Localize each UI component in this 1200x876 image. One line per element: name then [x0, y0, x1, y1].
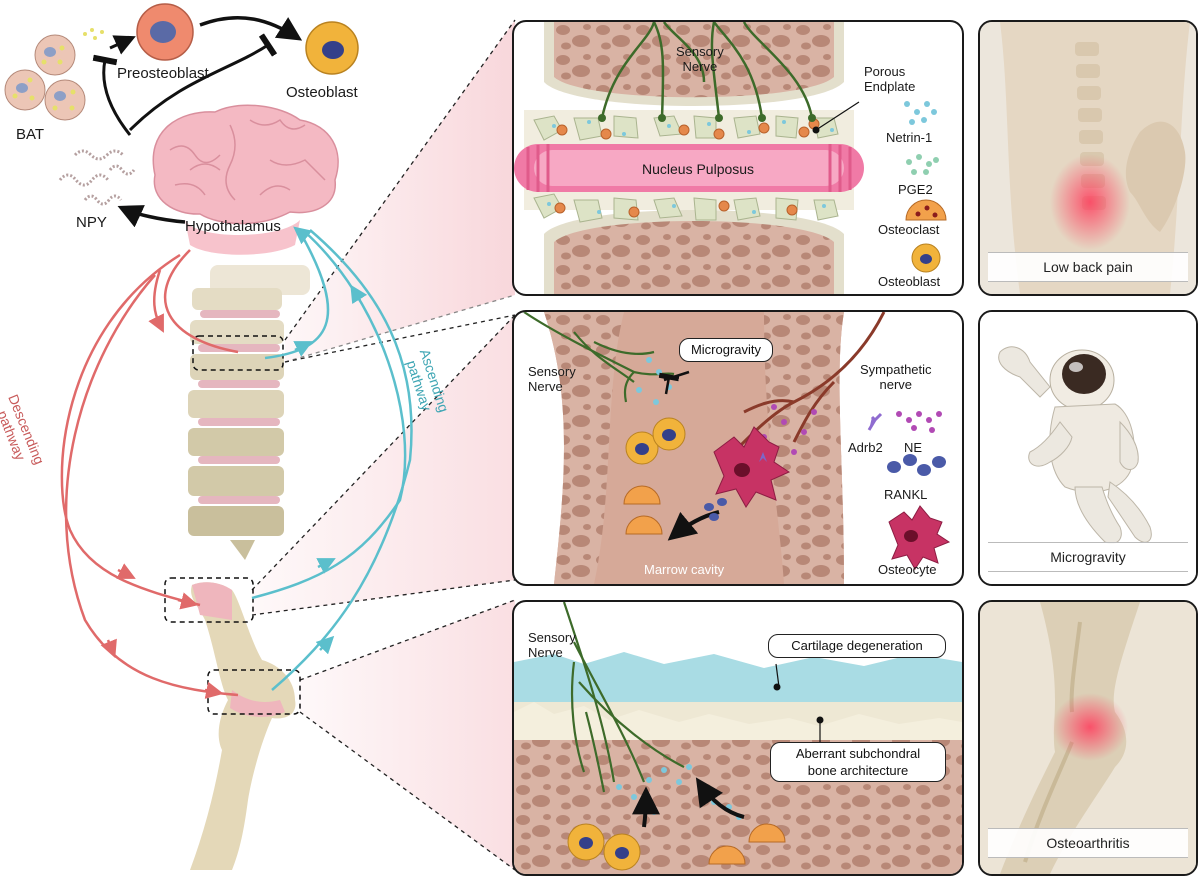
- osteoarthritis-photo: Osteoarthritis: [978, 600, 1198, 876]
- preosteoblast-label: Preosteoblast: [117, 65, 209, 82]
- subchondral-line2: bone architecture: [807, 763, 909, 778]
- knee-panel: Sensory Nerve Cartilage degeneration Abe…: [512, 600, 964, 876]
- legend-osteoclast: Osteoclast: [878, 222, 940, 237]
- legend-pge2: PGE2: [898, 182, 933, 197]
- legend-netrin-1: Netrin-1: [886, 130, 933, 145]
- spine-illustration: [188, 265, 310, 560]
- marrow-panel: Sensory Nerve Microgravity Sympathetic n…: [512, 310, 964, 586]
- osteoarthritis-caption: Osteoarthritis: [988, 828, 1188, 858]
- spine-sensory-line2: Nerve: [682, 59, 718, 74]
- back-illustration: [980, 22, 1196, 294]
- knee-panel-graphics: [514, 602, 962, 874]
- spine-zoom-box: [192, 335, 284, 371]
- low-back-pain-caption: Low back pain: [988, 252, 1188, 282]
- microgravity-callout: Microgravity: [679, 338, 773, 362]
- microgravity-caption: Microgravity: [988, 542, 1188, 572]
- zoom-fans: [251, 19, 516, 871]
- bat-cells: [4, 28, 104, 121]
- descending-arrowhead-2: [100, 638, 117, 659]
- descending-arrowhead-4: [204, 681, 224, 699]
- ascending-arrowhead-2: [316, 558, 336, 574]
- spine-panel: Sensory Nerve Porous Endplate Nucleus Pu…: [512, 20, 964, 296]
- preosteoblast-cell: [136, 3, 194, 61]
- rankl-label: RANKL: [884, 487, 928, 502]
- subchondral-line1: Aberrant subchondral: [795, 746, 921, 761]
- leg-illustration: [190, 582, 296, 870]
- spine-sensory-line1: Sensory: [676, 44, 724, 59]
- porous-line1: Porous: [864, 64, 906, 79]
- descending-pathway-lines: [60, 249, 239, 697]
- knee-sensory-line2: Nerve: [528, 645, 563, 660]
- bat-label: BAT: [16, 126, 45, 143]
- porous-endplate-label: Porous Endplate: [864, 64, 915, 94]
- marrow-sensory-nerve-label: Sensory Nerve: [528, 364, 576, 394]
- nucleus-pulposus-label: Nucleus Pulposus: [642, 161, 755, 177]
- astronaut-illustration: [980, 312, 1196, 584]
- ascending-arrowhead-4: [350, 284, 368, 305]
- descending-arrowhead-1: [116, 563, 136, 579]
- microgravity-photo: Microgravity: [978, 310, 1198, 586]
- knee-sensory-nerve-label: Sensory Nerve: [528, 630, 576, 660]
- osteoblast-cell: [305, 21, 359, 75]
- adrb2-label: Adrb2: [848, 440, 883, 455]
- osteocyte-label: Osteocyte: [878, 562, 937, 577]
- ne-label: NE: [904, 440, 923, 455]
- femur-zoom-box: [164, 577, 254, 623]
- osteocyte-cell: [713, 426, 791, 508]
- bat-to-preosteoblast-arrow: [109, 35, 136, 55]
- osteocyte-legend: [888, 505, 951, 570]
- spine-sensory-nerve-label: Sensory Nerve: [676, 44, 724, 74]
- ascending-arrowhead-5: [293, 226, 313, 245]
- preosteoblast-to-osteoblast-arrow: [199, 15, 303, 41]
- ascending-arrowhead-1: [293, 341, 313, 357]
- subchondral-callout: Aberrant subchondral bone architecture: [770, 742, 946, 782]
- sympathetic-line2: nerve: [879, 377, 913, 392]
- spine-panel-graphics: [514, 22, 947, 294]
- osteoblast-pair: [625, 417, 686, 465]
- low-back-pain-photo: Low back pain: [978, 20, 1198, 296]
- npy-inhibit-preosteoblast: [92, 54, 132, 136]
- sympathetic-nerve-label: Sympathetic nerve: [860, 362, 932, 392]
- npy-peptides: [58, 149, 136, 206]
- brain-illustration: [152, 104, 339, 255]
- ascending-arrowhead-3: [315, 635, 335, 655]
- legend-osteoblast: Osteoblast: [878, 274, 941, 289]
- npy-label: NPY: [76, 214, 107, 231]
- marrow-sensory-line1: Sensory: [528, 364, 576, 379]
- marrow-cavity-label: Marrow cavity: [644, 562, 725, 577]
- sympathetic-line1: Sympathetic: [860, 362, 932, 377]
- hypothalamus-to-npy-arrow: [117, 205, 186, 228]
- cartilage-degeneration-callout: Cartilage degeneration: [768, 634, 946, 658]
- knee-sensory-line1: Sensory: [528, 630, 576, 645]
- osteoblast-label: Osteoblast: [286, 84, 358, 101]
- marrow-panel-graphics: [523, 312, 951, 584]
- descending-arrowhead-3: [177, 592, 199, 610]
- porous-line2: Endplate: [864, 79, 916, 94]
- marrow-sensory-line2: Nerve: [528, 379, 563, 394]
- npy-inhibit-osteoblast: [128, 33, 278, 132]
- hypothalamus-label: Hypothalamus: [185, 218, 281, 235]
